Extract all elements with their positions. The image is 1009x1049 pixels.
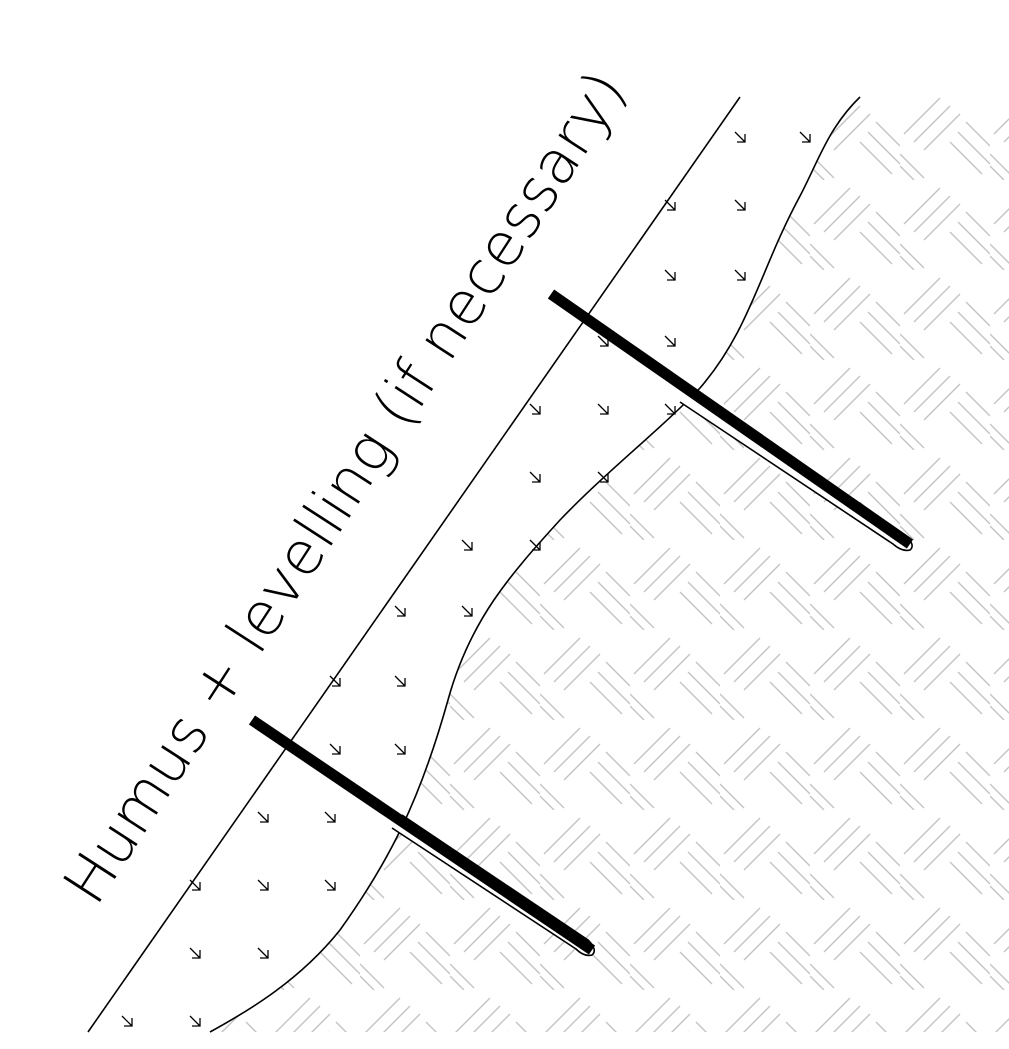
humus-arrow-symbol	[529, 403, 541, 415]
humus-arrow-symbol	[597, 471, 609, 483]
humus-topsoil	[121, 131, 811, 1027]
lower-anchor-bar	[248, 715, 596, 957]
humus-arrow-symbol	[664, 403, 676, 415]
humus-arrow-symbol	[734, 269, 746, 281]
humus-arrow-symbol	[189, 1015, 201, 1027]
humus-arrow-symbol	[329, 743, 341, 755]
humus-arrow-symbol	[461, 605, 473, 617]
humus-arrow-symbol	[394, 675, 406, 687]
ground-surface-line	[87, 96, 741, 1033]
upper-anchor-bar	[547, 289, 914, 552]
humus-arrow-symbol	[257, 879, 269, 891]
humus-arrow-symbol	[799, 131, 811, 143]
humus-arrow-symbol	[529, 471, 541, 483]
rock-substrate	[210, 97, 1009, 1032]
humus-arrow-symbol	[664, 199, 676, 211]
humus-arrow-symbol	[257, 811, 269, 823]
humus-arrow-symbol	[189, 947, 201, 959]
humus-arrow-symbol	[597, 403, 609, 415]
humus-arrow-symbol	[257, 947, 269, 959]
humus-arrow-symbol	[664, 335, 676, 347]
humus-arrow-symbol	[121, 1015, 133, 1027]
humus-arrow-symbol	[324, 811, 336, 823]
rock-boundary-line	[209, 96, 861, 1033]
humus-arrow-symbol	[394, 605, 406, 617]
humus-arrow-symbol	[461, 539, 473, 551]
humus-arrow-symbol	[597, 335, 609, 347]
humus-arrow-symbol	[189, 879, 201, 891]
humus-arrow-symbol	[394, 743, 406, 755]
humus-arrow-symbol	[324, 879, 336, 891]
humus-arrow-symbol	[734, 131, 746, 143]
humus-arrow-symbol	[664, 269, 676, 281]
humus-arrow-symbol	[329, 675, 341, 687]
humus-arrow-symbol	[734, 199, 746, 211]
humus-arrow-symbol	[529, 539, 541, 551]
